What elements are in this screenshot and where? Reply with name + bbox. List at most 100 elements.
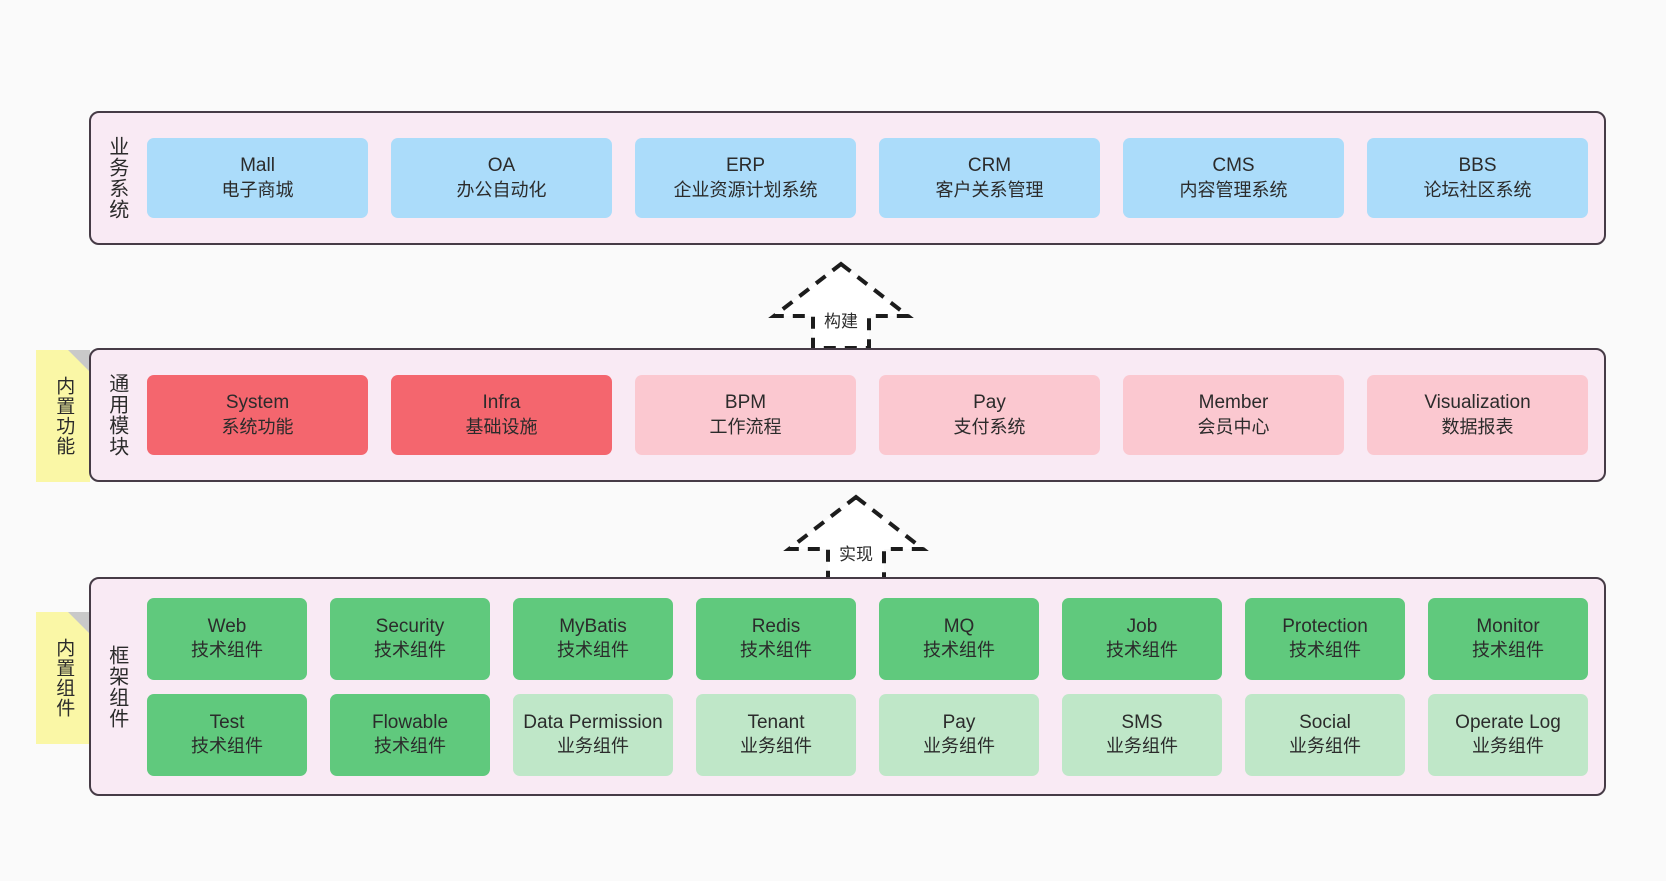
card-subtitle: 技术组件 (1106, 640, 1178, 661)
card-subtitle: 内容管理系统 (1179, 179, 1288, 200)
card-title: Monitor (1476, 615, 1540, 637)
note-built-in-functions: 内置功能 (36, 350, 90, 482)
dashed-hollow-arrow-up-icon (783, 494, 929, 583)
layer-title-framework: 框架组件 (105, 644, 128, 729)
card-title: Infra (482, 392, 521, 414)
card-title: Visualization (1424, 392, 1531, 414)
card-subtitle: 技术组件 (923, 640, 995, 661)
card-subtitle: 会员中心 (1197, 416, 1270, 437)
card-subtitle: 系统功能 (221, 416, 294, 437)
card-subtitle: 业务组件 (1106, 736, 1178, 757)
card-subtitle: 企业资源计划系统 (673, 179, 818, 200)
card-job[interactable]: Job 技术组件 (1062, 597, 1222, 680)
card-subtitle: 技术组件 (191, 736, 263, 757)
layer-framework-components: 框架组件 Web 技术组件 Security 技术组件 MyBatis 技术组件… (89, 577, 1606, 796)
card-subtitle: 基础设施 (465, 416, 538, 437)
note-label: 内置功能 (53, 376, 75, 456)
card-subtitle: 客户关系管理 (935, 179, 1044, 200)
card-title: Redis (751, 615, 801, 637)
note-built-in-components: 内置组件 (36, 612, 90, 744)
card-title: Mall (240, 155, 275, 177)
card-title: Pay (942, 711, 976, 733)
card-subtitle: 技术组件 (1289, 640, 1361, 661)
card-subtitle: 支付系统 (953, 416, 1026, 437)
card-cms[interactable]: CMS 内容管理系统 (1123, 138, 1344, 218)
card-member[interactable]: Member 会员中心 (1123, 375, 1344, 455)
card-protection[interactable]: Protection 技术组件 (1245, 597, 1405, 680)
card-system[interactable]: System 系统功能 (147, 375, 368, 455)
card-visualization[interactable]: Visualization 数据报表 (1367, 375, 1588, 455)
card-web[interactable]: Web 技术组件 (147, 597, 307, 680)
card-sms[interactable]: SMS 业务组件 (1062, 693, 1222, 776)
card-title: CMS (1212, 155, 1255, 177)
card-subtitle: 技术组件 (191, 640, 263, 661)
card-title: Protection (1282, 615, 1368, 637)
card-subtitle: 技术组件 (557, 640, 629, 661)
card-data-permission[interactable]: Data Permission 业务组件 (513, 693, 673, 776)
card-title: CRM (967, 155, 1012, 177)
card-row-modules: System 系统功能 Infra 基础设施 BPM 工作流程 Pay 支付系统… (147, 375, 1588, 455)
card-title: Web (207, 615, 247, 637)
card-subtitle: 业务组件 (1472, 736, 1544, 757)
card-redis[interactable]: Redis 技术组件 (696, 597, 856, 680)
card-crm[interactable]: CRM 客户关系管理 (879, 138, 1100, 218)
arrow-implement: 实现 (771, 491, 941, 583)
card-pay-component[interactable]: Pay 业务组件 (879, 693, 1039, 776)
layer-business-systems: 业务系统 Mall 电子商城 OA 办公自动化 ERP 企业资源计划系统 CRM… (89, 111, 1606, 245)
card-title: Flowable (371, 711, 449, 733)
card-social[interactable]: Social 业务组件 (1245, 693, 1405, 776)
card-oa[interactable]: OA 办公自动化 (391, 138, 612, 218)
card-subtitle: 技术组件 (374, 640, 446, 661)
card-subtitle: 技术组件 (1472, 640, 1544, 661)
card-subtitle: 工作流程 (709, 416, 782, 437)
card-subtitle: 技术组件 (740, 640, 812, 661)
card-subtitle: 数据报表 (1441, 416, 1514, 437)
card-security[interactable]: Security 技术组件 (330, 597, 490, 680)
layer-title-business: 业务系统 (105, 136, 128, 220)
card-subtitle: 论坛社区系统 (1423, 179, 1532, 200)
card-title: MyBatis (559, 615, 627, 637)
layer-body-framework: Web 技术组件 Security 技术组件 MyBatis 技术组件 Redi… (141, 579, 1604, 794)
card-title: Data Permission (523, 711, 663, 733)
layer-common-modules: 通用模块 System 系统功能 Infra 基础设施 BPM 工作流程 Pay… (89, 348, 1606, 482)
layer-body-modules: System 系统功能 Infra 基础设施 BPM 工作流程 Pay 支付系统… (141, 350, 1604, 480)
card-subtitle: 业务组件 (557, 736, 629, 757)
card-row-framework-business: Test 技术组件 Flowable 技术组件 Data Permission … (147, 693, 1588, 776)
card-mq[interactable]: MQ 技术组件 (879, 597, 1039, 680)
card-row-business: Mall 电子商城 OA 办公自动化 ERP 企业资源计划系统 CRM 客户关系… (147, 138, 1588, 218)
card-erp[interactable]: ERP 企业资源计划系统 (635, 138, 856, 218)
card-infra[interactable]: Infra 基础设施 (391, 375, 612, 455)
card-mall[interactable]: Mall 电子商城 (147, 138, 368, 218)
card-tenant[interactable]: Tenant 业务组件 (696, 693, 856, 776)
card-title: Tenant (747, 711, 805, 733)
note-label: 内置组件 (53, 638, 75, 718)
card-subtitle: 业务组件 (923, 736, 995, 757)
card-subtitle: 业务组件 (740, 736, 812, 757)
card-subtitle: 技术组件 (374, 736, 446, 757)
card-title: SMS (1121, 711, 1163, 733)
card-title: Job (1126, 615, 1158, 637)
card-monitor[interactable]: Monitor 技术组件 (1428, 597, 1588, 680)
card-mybatis[interactable]: MyBatis 技术组件 (513, 597, 673, 680)
card-row-framework-technical: Web 技术组件 Security 技术组件 MyBatis 技术组件 Redi… (147, 597, 1588, 680)
card-title: Social (1299, 711, 1351, 733)
card-flowable[interactable]: Flowable 技术组件 (330, 693, 490, 776)
card-pay-module[interactable]: Pay 支付系统 (879, 375, 1100, 455)
layer-title-modules: 通用模块 (105, 373, 128, 457)
layer-body-business: Mall 电子商城 OA 办公自动化 ERP 企业资源计划系统 CRM 客户关系… (141, 113, 1604, 243)
card-subtitle: 业务组件 (1289, 736, 1361, 757)
card-subtitle: 办公自动化 (456, 179, 547, 200)
card-title: OA (487, 155, 516, 177)
card-bpm[interactable]: BPM 工作流程 (635, 375, 856, 455)
card-operate-log[interactable]: Operate Log 业务组件 (1428, 693, 1588, 776)
arrow-build: 构建 (756, 258, 926, 350)
card-title: BPM (724, 392, 767, 414)
card-test[interactable]: Test 技术组件 (147, 693, 307, 776)
note-fold-corner-icon (68, 350, 90, 372)
card-title: Operate Log (1455, 711, 1561, 733)
card-title: BBS (1458, 155, 1497, 177)
card-title: Pay (973, 392, 1006, 414)
card-subtitle: 电子商城 (221, 179, 294, 200)
card-bbs[interactable]: BBS 论坛社区系统 (1367, 138, 1588, 218)
